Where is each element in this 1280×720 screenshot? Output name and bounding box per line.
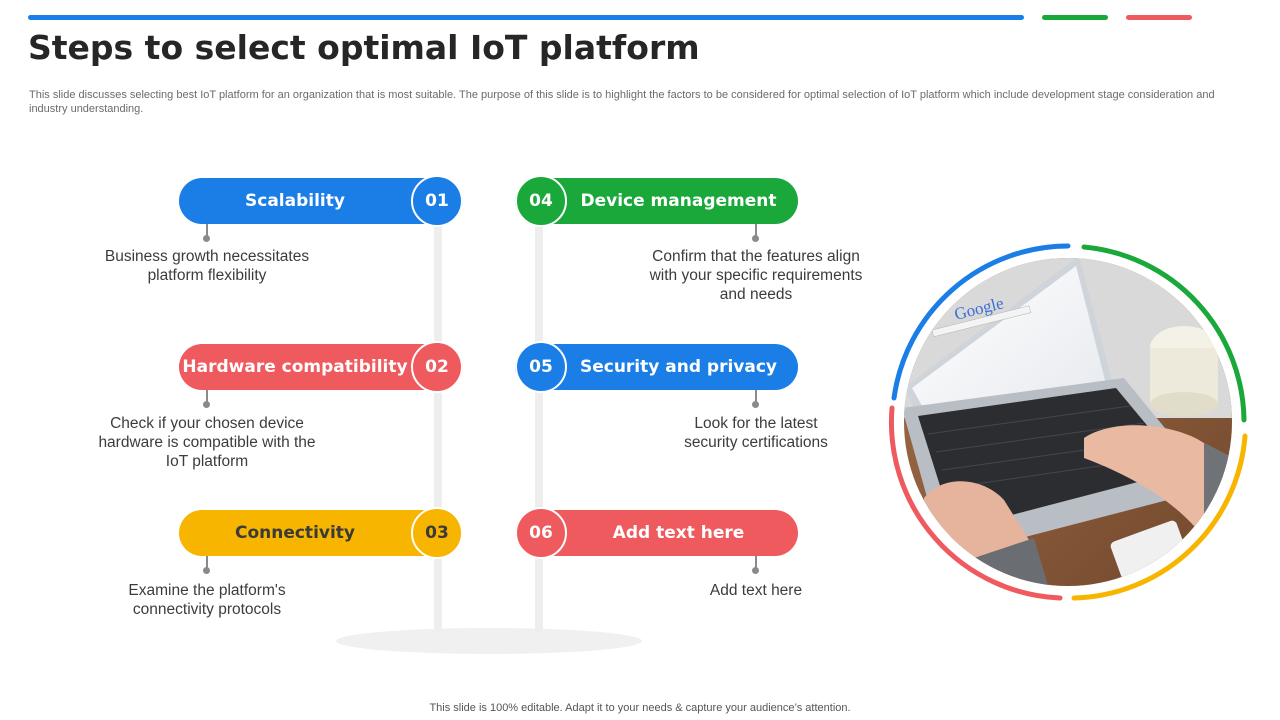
step-pill-device-management: Device management 04 <box>515 175 798 227</box>
connector-line <box>755 390 757 403</box>
step-description: Business growth necessitates platform fl… <box>104 248 310 284</box>
step-pill-hardware-compatibility: Hardware compatibility 02 <box>179 341 463 393</box>
step-label: Connectivity <box>234 523 356 543</box>
right-stem <box>535 210 543 632</box>
step-label: Device management <box>580 191 777 211</box>
step-number-badge: 03 <box>411 507 463 559</box>
connector-line <box>206 390 208 403</box>
step-label: Scalability <box>245 191 345 211</box>
step-label: Security and privacy <box>579 357 778 377</box>
laptop-photo-illustration: Google <box>888 243 1248 601</box>
step-description: Examine the platform's connectivity prot… <box>128 582 286 618</box>
connector-line <box>206 556 208 569</box>
step-label: Hardware compatibility <box>182 357 408 377</box>
step-description: Look for the latest security certificati… <box>684 415 828 451</box>
connector-line <box>755 224 757 237</box>
left-stem <box>434 210 442 632</box>
step-number-badge: 05 <box>515 341 567 393</box>
step-description: Confirm that the features align with you… <box>649 248 863 303</box>
step-pill-add-text: Add text here 06 <box>515 507 798 559</box>
footer-note: This slide is 100% editable. Adapt it to… <box>429 702 851 714</box>
connector-dot <box>203 567 210 574</box>
top-accent-bar-green <box>1042 15 1108 20</box>
connector-dot <box>203 235 210 242</box>
connector-dot <box>752 401 759 408</box>
connector-dot <box>203 401 210 408</box>
connector-dot <box>752 567 759 574</box>
slide-subtitle: This slide discusses selecting best IoT … <box>29 89 1215 115</box>
step-description: Check if your chosen device hardware is … <box>98 415 316 470</box>
step-pill-connectivity: Connectivity 03 <box>179 507 463 559</box>
step-pill-security-and-privacy: Security and privacy 05 <box>515 341 798 393</box>
connector-line <box>206 224 208 237</box>
top-accent-bar-blue <box>28 15 1024 20</box>
step-number-badge: 02 <box>411 341 463 393</box>
top-accent-bar-red <box>1126 15 1192 20</box>
connector-line <box>755 556 757 569</box>
step-pill-scalability: Scalability 01 <box>179 175 463 227</box>
connector-dot <box>752 235 759 242</box>
stand-base <box>336 628 642 654</box>
step-label: Add text here <box>612 523 745 543</box>
step-description: Add text here <box>709 582 803 599</box>
slide-title: Steps to select optimal IoT platform <box>28 28 700 67</box>
step-number-badge: 06 <box>515 507 567 559</box>
step-number-badge: 04 <box>515 175 567 227</box>
laptop-photo-circle: Google <box>884 238 1252 606</box>
step-number-badge: 01 <box>411 175 463 227</box>
